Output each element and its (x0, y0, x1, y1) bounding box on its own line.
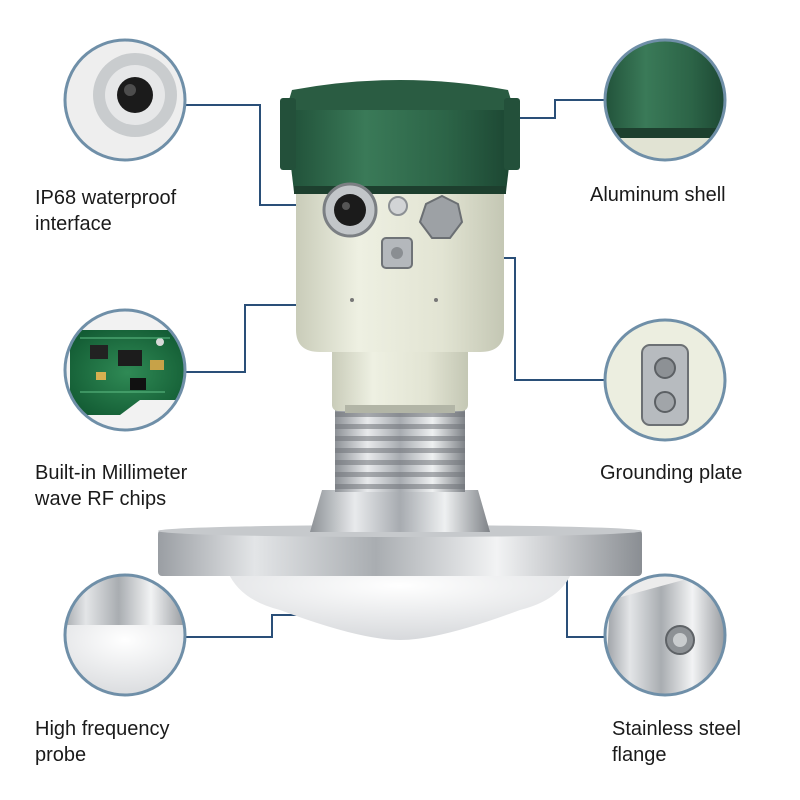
label-flange: Stainless steel flange (612, 716, 741, 768)
label-shell: Aluminum shell (590, 182, 726, 208)
stainless-flange (158, 530, 642, 576)
label-waterproof-line1: IP68 waterproof (35, 187, 177, 209)
label-grounding: Grounding plate (600, 460, 742, 486)
label-chips: Built-in Millimeter wave RF chips (35, 460, 187, 512)
callout-circle-waterproof (63, 38, 187, 162)
leader-line-waterproof (185, 104, 330, 206)
callout-circle-shell (603, 38, 727, 162)
label-chips-line2: wave RF chips (35, 488, 167, 510)
callout-circle-chips (63, 308, 187, 432)
label-flange-line2: flange (612, 744, 667, 766)
label-flange-line1: Stainless steel (612, 718, 741, 740)
bellows (335, 408, 465, 492)
callout-circle-grounding (603, 318, 727, 442)
callout-circle-probe (63, 573, 187, 697)
radar-level-meter (158, 80, 642, 640)
grounding-plate (381, 237, 413, 269)
probe-dome (228, 572, 572, 640)
label-chips-line1: Built-in Millimeter (35, 462, 188, 484)
leader-line-chips (185, 304, 318, 373)
callout-circle-flange (603, 573, 727, 697)
label-waterproof: IP68 waterproof interface (35, 185, 176, 237)
label-waterproof-line2: interface (35, 213, 112, 235)
aluminum-shell-cover (280, 80, 520, 194)
label-shell-line1: Aluminum shell (590, 184, 726, 206)
hex-plug (418, 194, 464, 239)
cable-gland (322, 182, 378, 238)
label-probe-line1: High frequency (35, 718, 170, 740)
leader-line-shell (505, 99, 605, 119)
label-probe-line2: probe (35, 744, 87, 766)
label-grounding-line1: Grounding plate (600, 462, 743, 484)
leader-line-flange (566, 575, 605, 638)
label-probe: High frequency probe (35, 716, 170, 768)
